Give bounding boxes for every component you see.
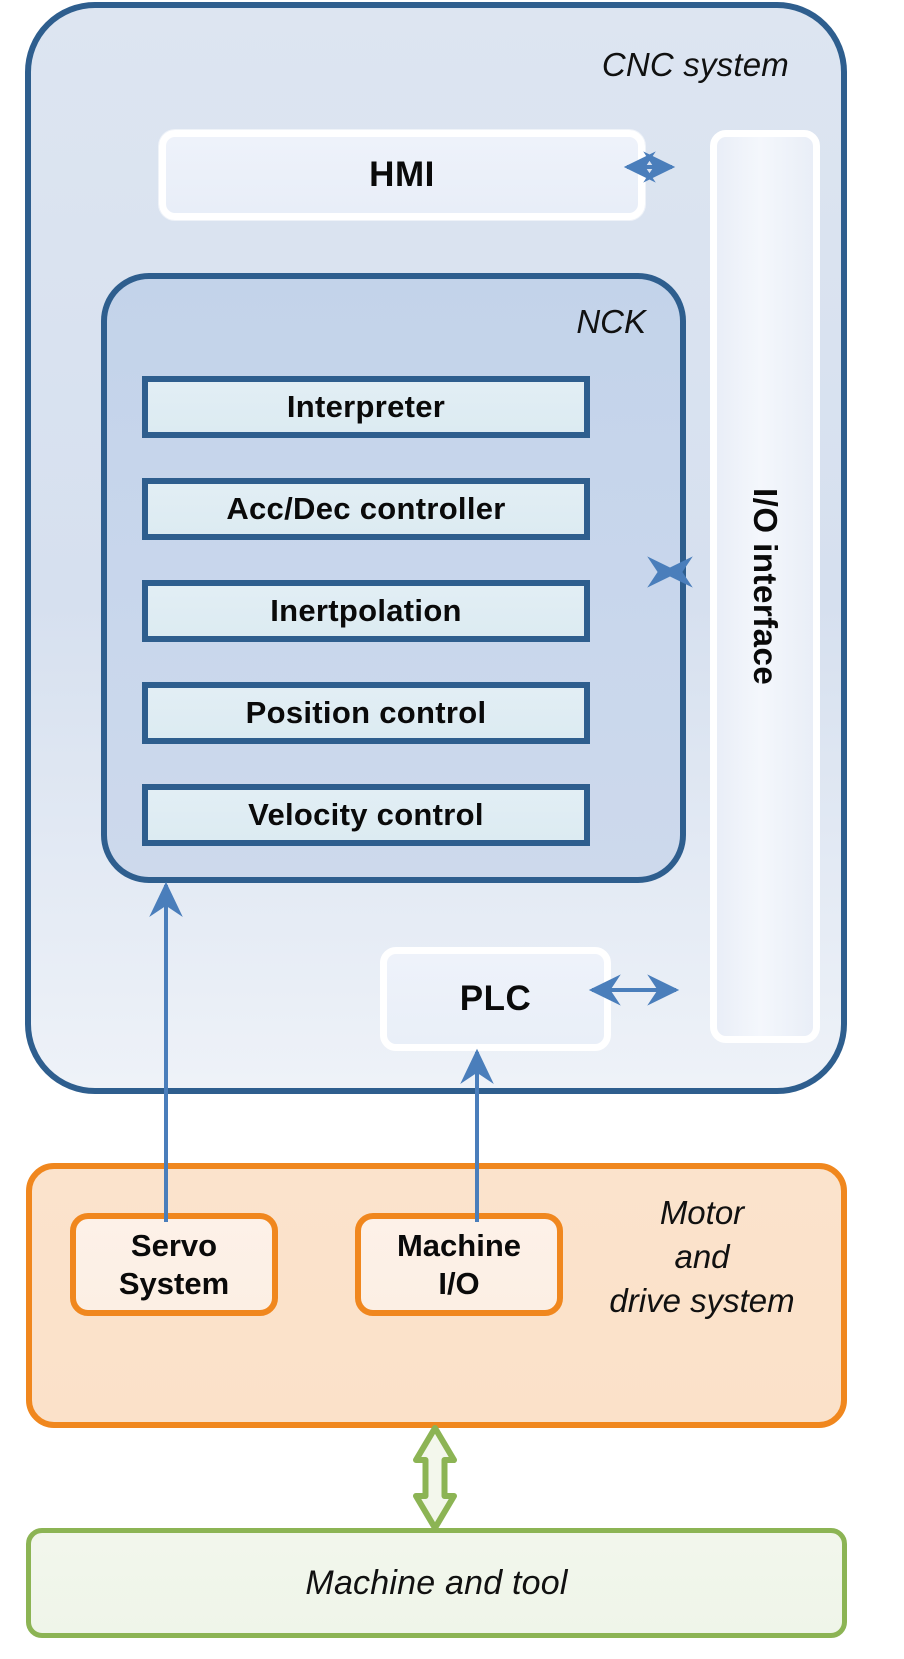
nck-container: NCK Interpreter Acc/Dec controller Inert… [101, 273, 686, 883]
servo-system-label-line: Servo [130, 1227, 218, 1263]
io-interface-block: I/O interface [710, 130, 820, 1043]
hmi-block: HMI [159, 130, 645, 220]
nck-item-label: Position control [245, 695, 487, 730]
motor-and-drive-system-label: Motor and drive system [577, 1191, 827, 1323]
nck-item-acc-dec-controller: Acc/Dec controller [142, 478, 590, 540]
machine-and-tool-label: Machine and tool [305, 1563, 568, 1602]
machine-io-label-line: Machine [396, 1227, 522, 1263]
plc-label: PLC [459, 979, 532, 1018]
machine-io-label: Machine I/O [397, 1227, 521, 1303]
servo-system-block: Servo System [70, 1213, 278, 1316]
nck-item-inertpolation: Inertpolation [142, 580, 590, 642]
nck-item-label: Interpreter [286, 389, 446, 424]
motor-and-drive-system-container: Motor and drive system Servo System Mach… [26, 1163, 847, 1428]
servo-system-label: Servo System [119, 1227, 229, 1303]
hmi-label: HMI [369, 155, 435, 194]
motor-label-line: Motor [659, 1194, 745, 1231]
machine-and-tool-block: Machine and tool [26, 1528, 847, 1638]
nck-item-label: Velocity control [248, 797, 484, 832]
nck-label: NCK [576, 303, 646, 340]
cnc-system-label: CNC system [601, 46, 789, 83]
motor-label-line: drive system [609, 1282, 795, 1319]
nck-item-label: Inertpolation [270, 593, 462, 628]
connector-drive-to-machine-and-tool [413, 1425, 457, 1531]
nck-item-interpreter: Interpreter [142, 376, 590, 438]
machine-io-block: Machine I/O [355, 1213, 563, 1316]
nck-item-label: Acc/Dec controller [226, 491, 506, 526]
io-interface-label: I/O interface [747, 487, 784, 686]
motor-label-line: and [674, 1238, 730, 1275]
servo-system-label-line: System [118, 1265, 230, 1301]
cnc-system-container: CNC system HMI I/O interface NCK Interpr… [25, 2, 847, 1094]
nck-item-velocity-control: Velocity control [142, 784, 590, 846]
machine-io-label-line: I/O [438, 1265, 480, 1301]
nck-item-position-control: Position control [142, 682, 590, 744]
plc-block: PLC [380, 947, 611, 1051]
